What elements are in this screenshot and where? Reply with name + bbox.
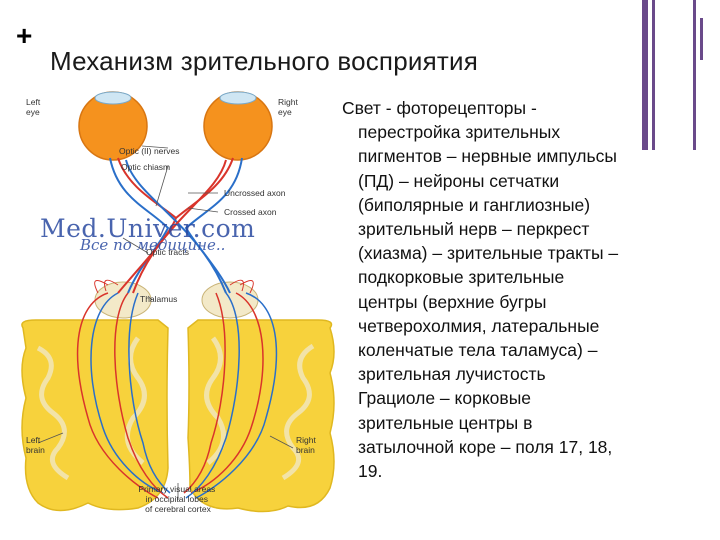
- slide-title: Механизм зрительного восприятия: [50, 46, 478, 76]
- label-right-brain: Right brain: [296, 435, 318, 455]
- visual-pathway-diagram: Left eye Right eye Optic (II) nerves Opt…: [21, 91, 335, 514]
- label-primary-visual-areas: Primary visual areas in occipital lobes …: [138, 484, 217, 514]
- text-line: подкорковые зрительные: [358, 267, 565, 288]
- label-optic-tracts: Optic tracts: [146, 247, 189, 257]
- label-left-eye: Left eye: [26, 97, 43, 117]
- description-text: Свет - фоторецепторы - перестройка зрите…: [342, 96, 687, 483]
- text-line: 19.: [358, 461, 383, 482]
- label-uncrossed-axon: Uncrossed axon: [224, 188, 286, 198]
- label-crossed-axon: Crossed axon: [224, 207, 277, 217]
- text-line: (хиазма) – зрительные тракты –: [358, 243, 619, 264]
- label-optic-nerves: Optic (II) nerves: [119, 146, 179, 156]
- text-line: зрительные центры в: [358, 412, 533, 433]
- decor-bar: [642, 0, 648, 150]
- text-line: коленчатые тела таламуса) –: [358, 340, 598, 361]
- left-brain-hemisphere: [21, 319, 169, 512]
- decor-line: [700, 18, 703, 60]
- right-eye: [203, 91, 273, 161]
- text-line: (биполярные и ганглиозные): [358, 194, 591, 215]
- watermark-subtitle: Все по медицине..: [80, 236, 226, 254]
- text-line: центры (верхние бугры: [358, 291, 547, 312]
- text-line: пигментов – нервные импульсы: [358, 146, 617, 167]
- left-eye: [78, 91, 148, 161]
- text-line: зрительная лучистость: [358, 364, 546, 385]
- text-line: (ПД) – нейроны сетчатки: [358, 170, 560, 191]
- label-left-brain: Left brain: [26, 435, 45, 455]
- text-line: зрительный нерв – перкрест: [358, 219, 590, 240]
- text-line: перестройка зрительных: [358, 122, 561, 143]
- plus-icon: +: [16, 20, 33, 51]
- decor-frame: [652, 0, 696, 150]
- text-line: Грациоле – корковые: [358, 388, 532, 409]
- label-right-eye: Right eye: [278, 97, 300, 117]
- label-thalamus: Thalamus: [140, 294, 177, 304]
- watermark: Med.Univer.com: [40, 214, 256, 243]
- text-line: Свет - фоторецепторы -: [342, 98, 537, 118]
- text-line: четверохолмия, латеральные: [358, 315, 600, 336]
- text-line: затылочной коре – поля 17, 18,: [358, 436, 613, 457]
- label-optic-chiasm: Optic chiasm: [121, 162, 170, 172]
